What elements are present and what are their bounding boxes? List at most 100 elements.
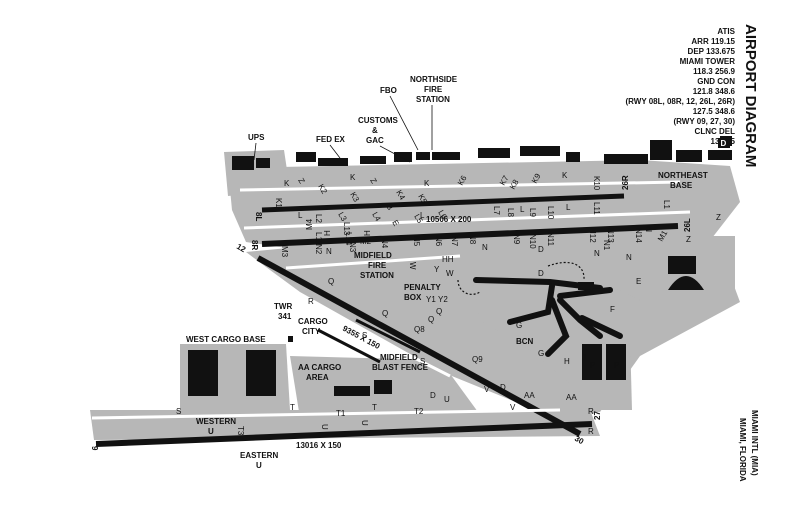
taxi-label: L11 bbox=[592, 202, 601, 215]
buildings-layer bbox=[188, 136, 732, 396]
building bbox=[582, 344, 602, 380]
building bbox=[256, 158, 270, 168]
cargo-building bbox=[334, 386, 370, 396]
building bbox=[318, 158, 348, 166]
label-fbo: FBO bbox=[380, 86, 397, 95]
taxi-label: V bbox=[484, 385, 490, 394]
taxi-label: N bbox=[626, 253, 632, 262]
taxi-label: N2 bbox=[314, 244, 323, 255]
taxi-label: S bbox=[420, 357, 425, 366]
taxi-label: M3 bbox=[280, 246, 289, 258]
taxi-label: L8 bbox=[506, 208, 515, 217]
airport-city: MIAMI, FLORIDA bbox=[738, 418, 747, 482]
taxi-label: W bbox=[408, 262, 417, 270]
taxi-label: N1 bbox=[602, 240, 611, 251]
label-eastern: U bbox=[256, 461, 262, 470]
frequency-block: ATIS ARR 119.15 DEP 133.675 MIAMI TOWER … bbox=[625, 27, 735, 146]
rwy-26L: 26L bbox=[683, 218, 692, 232]
freq-line: GND CON bbox=[697, 77, 735, 86]
taxi-label: D bbox=[430, 391, 436, 400]
blast-fence bbox=[355, 318, 421, 354]
freq-line: CLNC DEL bbox=[695, 127, 736, 136]
freq-line: ARR 119.15 bbox=[691, 37, 735, 46]
label-aa-cargo: AA CARGO bbox=[298, 363, 341, 372]
taxi-label: K bbox=[424, 179, 430, 188]
taxi-label: P bbox=[590, 361, 595, 370]
taxi-label: T bbox=[290, 403, 295, 412]
taxi-label: S bbox=[176, 407, 181, 416]
taxi-label: K10 bbox=[592, 176, 601, 191]
label-blast-fence: BLAST FENCE bbox=[372, 363, 429, 372]
taxi-label: L10 bbox=[546, 206, 555, 220]
label-cargo-city: CARGO bbox=[298, 317, 328, 326]
taxi-label: U bbox=[444, 395, 450, 404]
freq-line: (RWY 09, 27, 30) bbox=[673, 117, 735, 126]
building bbox=[676, 150, 702, 162]
taxi-label: F bbox=[610, 305, 615, 314]
taxi-label: E bbox=[390, 219, 400, 228]
west-cargo-building bbox=[188, 350, 218, 396]
rwy-8L: 8L bbox=[254, 212, 263, 221]
taxi-label: V bbox=[510, 403, 516, 412]
label-blast-fence: MIDFIELD bbox=[380, 353, 418, 362]
taxi-label: R bbox=[308, 297, 314, 306]
taxi-label: W bbox=[446, 269, 454, 278]
taxi-label: N13 bbox=[606, 228, 615, 243]
taxi-label: L bbox=[420, 211, 425, 220]
freq-line: 118.3 256.9 bbox=[693, 67, 735, 76]
label-penalty-box: PENALTY bbox=[404, 283, 441, 292]
concourse-d bbox=[473, 277, 603, 291]
taxi-label: T1 bbox=[336, 409, 346, 418]
hangar-arc bbox=[668, 276, 704, 290]
taxi-label: U bbox=[360, 420, 369, 426]
taxi-label: K bbox=[562, 171, 568, 180]
cargo-building bbox=[374, 380, 392, 394]
taxi-label: N bbox=[326, 247, 332, 256]
taxi-label: K6 bbox=[456, 174, 469, 187]
building bbox=[360, 156, 386, 164]
label-western: U bbox=[208, 427, 214, 436]
taxi-label: N4 bbox=[380, 238, 389, 249]
taxi-label: E bbox=[636, 277, 641, 286]
taxi-label: AA bbox=[566, 393, 577, 402]
freq-line: MIAMI TOWER bbox=[680, 57, 736, 66]
taxi-label: Q bbox=[436, 307, 442, 316]
taxi-label: D bbox=[538, 269, 544, 278]
taxi-label: H bbox=[564, 357, 570, 366]
taxi-label: Q9 bbox=[472, 355, 483, 364]
building bbox=[416, 152, 430, 160]
taxi-label: N3 bbox=[348, 242, 357, 253]
taxi-label: L bbox=[520, 205, 525, 214]
taxi-label: N10 bbox=[528, 234, 537, 249]
rwy-27: 27 bbox=[593, 411, 602, 420]
taxi-label: K9 bbox=[530, 172, 543, 185]
taxi-label: HH bbox=[442, 255, 454, 264]
taxi-label: H bbox=[323, 230, 332, 236]
building bbox=[566, 152, 580, 162]
runways-layer bbox=[95, 193, 679, 447]
label-northeast-base: BASE bbox=[670, 181, 693, 190]
building bbox=[520, 146, 560, 156]
taxi-label: H bbox=[363, 230, 372, 236]
concourse-h bbox=[579, 315, 623, 339]
rwy-9: 9 bbox=[90, 446, 99, 451]
label-western: WESTERN bbox=[196, 417, 236, 426]
taxi-label: D bbox=[538, 245, 544, 254]
taxi-label: U bbox=[320, 424, 329, 430]
taxi-label: K bbox=[284, 179, 290, 188]
taxi-label: Q bbox=[382, 309, 388, 318]
building bbox=[650, 140, 672, 160]
rwy-8R: 8R bbox=[250, 240, 259, 250]
taxi-label: N bbox=[594, 249, 600, 258]
taxi-label: B bbox=[384, 203, 394, 212]
taxi-label: N5 bbox=[412, 236, 421, 247]
runway-8R-26L bbox=[261, 223, 679, 247]
taxi-label: K2 bbox=[316, 183, 329, 196]
taxi-label: K3 bbox=[348, 191, 361, 204]
taxi-label: P bbox=[614, 361, 619, 370]
rwy-8R-26L-dims: 10506 X 200 bbox=[426, 215, 472, 224]
taxi-label: M4 bbox=[305, 218, 314, 230]
building bbox=[296, 152, 316, 162]
taxi-label: R bbox=[588, 407, 594, 416]
building bbox=[668, 256, 696, 274]
